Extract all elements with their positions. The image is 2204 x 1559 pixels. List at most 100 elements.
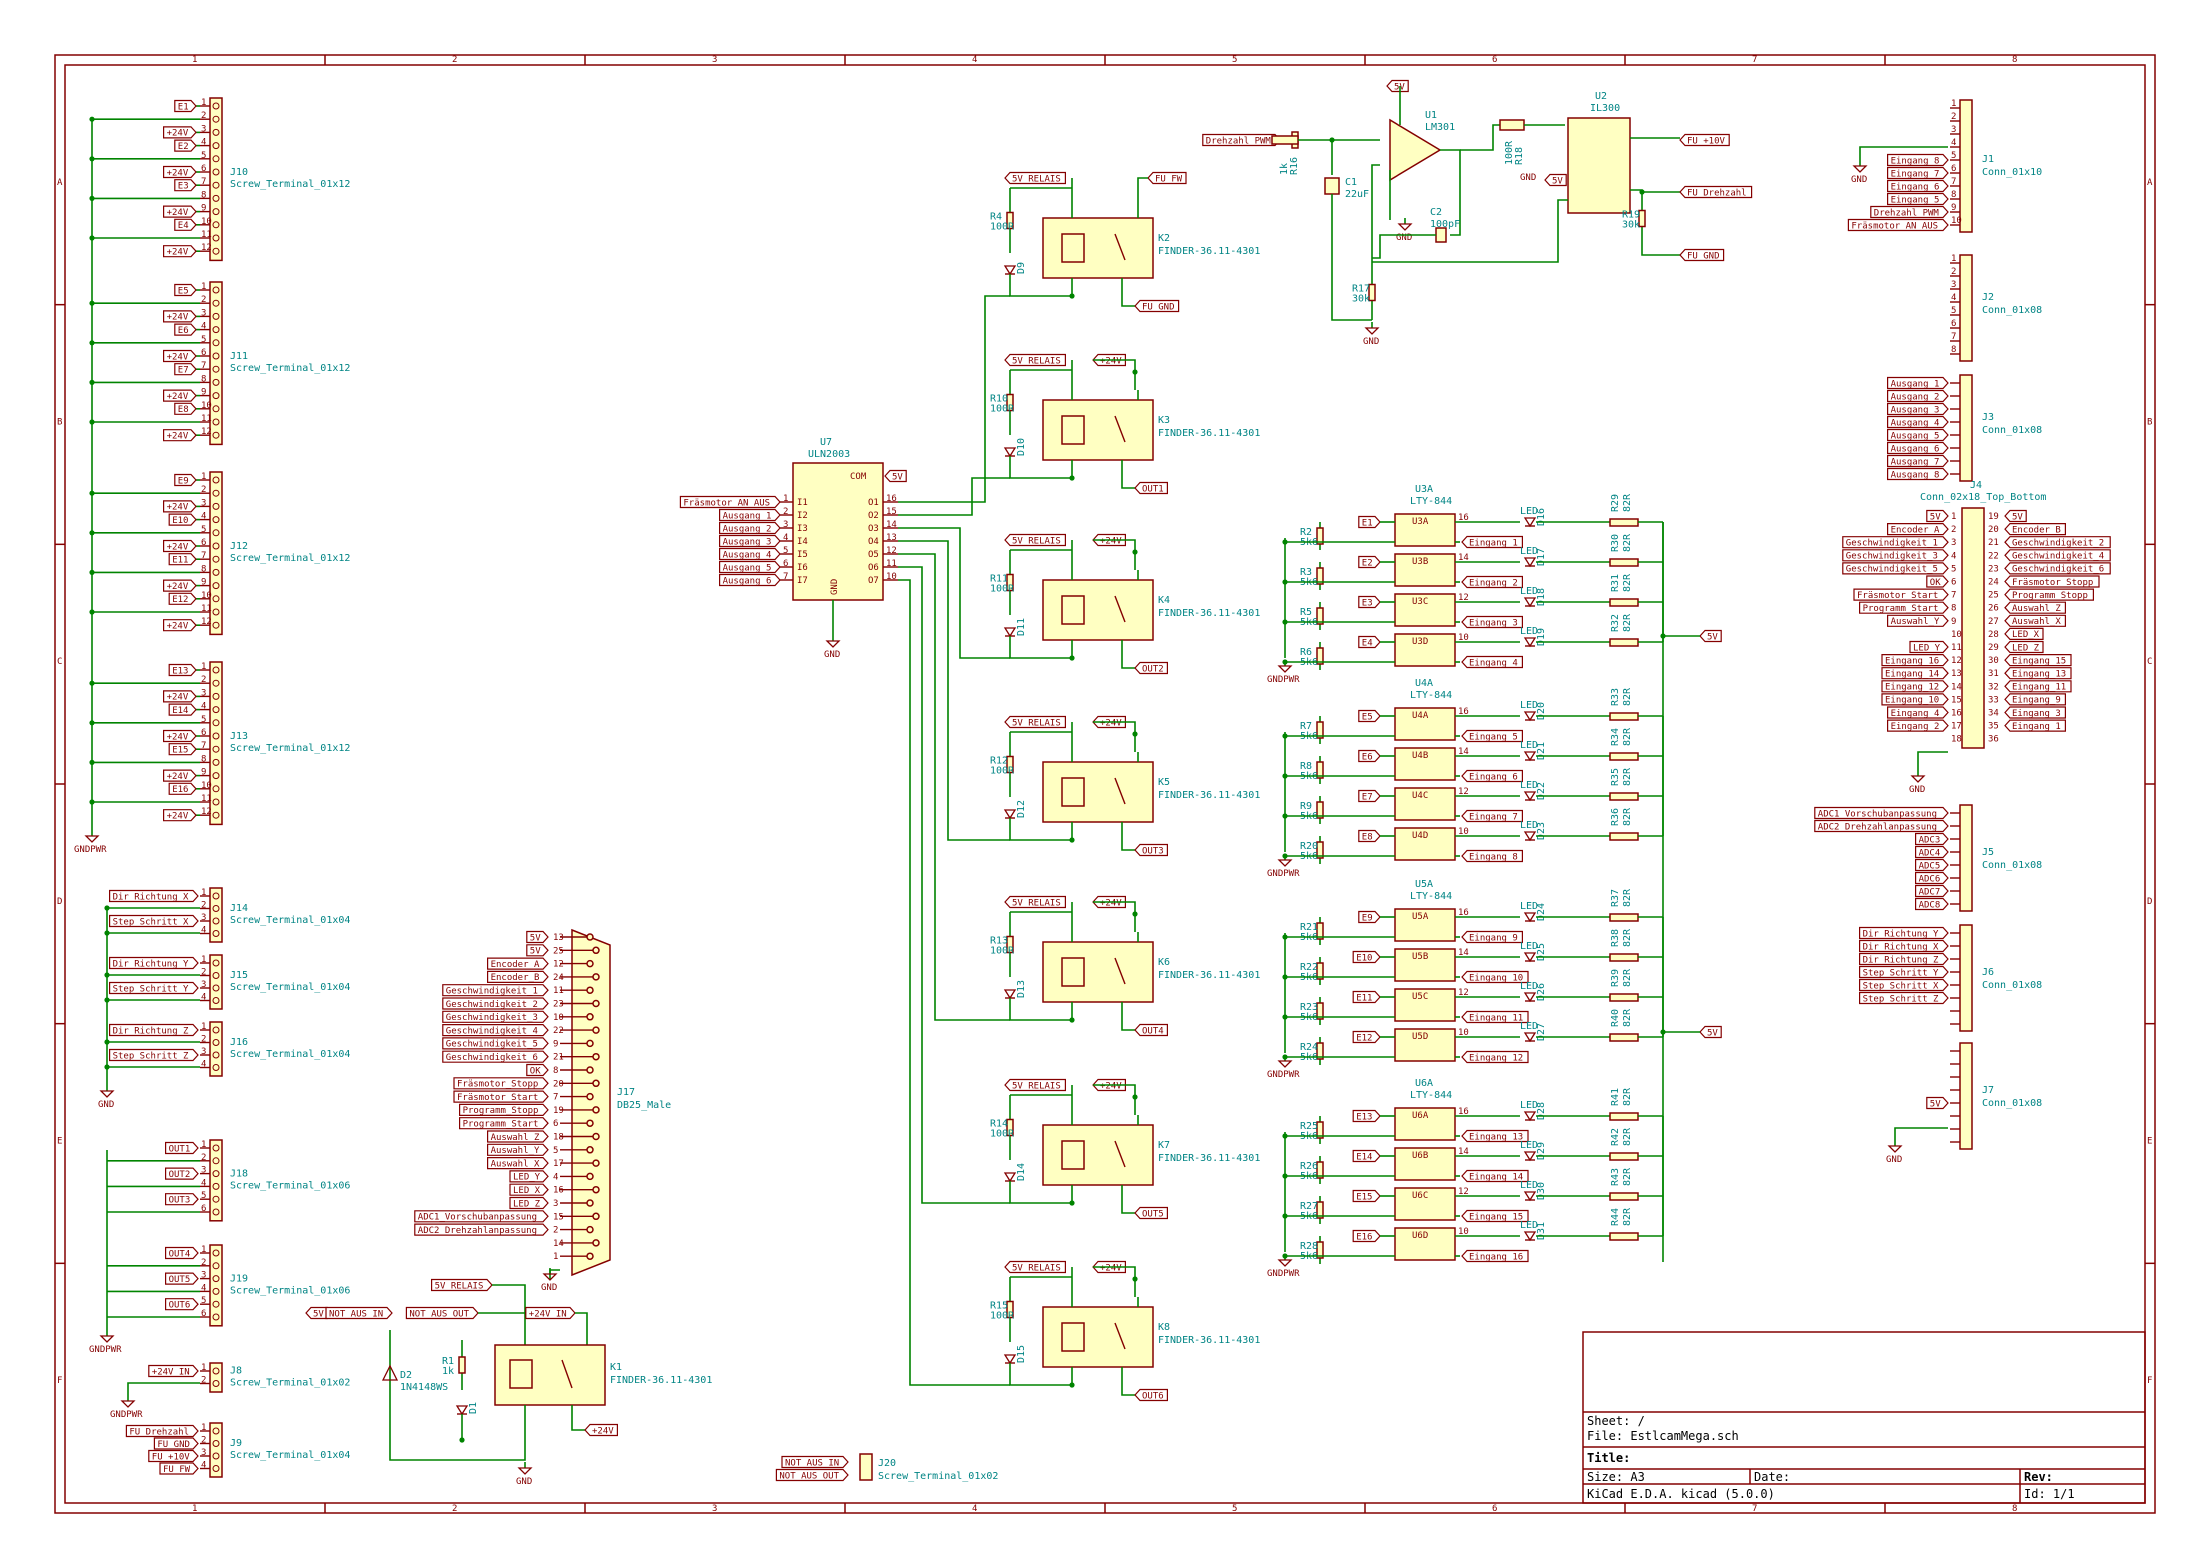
global-label-text: Ausgang_6 [723,576,772,586]
global-label-text: ADC8 [1919,900,1941,910]
relay-contact [1114,957,1126,985]
global-label-text: Ausgang_3 [723,537,772,547]
relay-ref: K7 [1158,1140,1170,1151]
pin-number: 7 [1951,591,1956,601]
pin-number: 12 [1951,656,1962,666]
pin-number: 6 [1951,319,1956,329]
connector-value: Screw_Terminal_01x04 [230,982,350,993]
j20-ref: J20 [878,1458,896,1469]
relay-coil [1061,595,1085,625]
pin-number: 12 [201,807,212,817]
led-value: LED [1520,586,1538,597]
opto-channel [1394,633,1456,667]
led-symbol [1523,1032,1537,1043]
resistor-ref: R6 [1300,647,1312,658]
pin-number: 9 [201,388,206,398]
global-label [1881,653,1949,667]
global-label-text: E5 [1362,712,1373,722]
pin-number: 2 [201,295,206,305]
terminal-circle [212,811,220,819]
diode-d2 [381,1364,399,1381]
global-label-text: OUT3 [169,1196,191,1206]
pin-number: 3 [201,1271,206,1281]
terminal-circle [212,1026,220,1034]
junction-dot [1132,369,1138,375]
frame-row-letter: C [57,657,62,667]
terminal-circle [212,608,220,616]
pin-number: 5 [1951,564,1956,574]
db25-pin-circle [592,1212,600,1221]
opto-pin-num: 16 [1458,1107,1469,1117]
global-label [168,743,197,756]
pin-number: 4 [201,512,206,522]
connector-body [209,661,223,826]
connector-value: Screw_Terminal_01x04 [230,1049,350,1060]
global-label-text: Eingang_12 [1469,1053,1523,1063]
connector-body [209,97,223,262]
opto-channel [1394,1107,1456,1141]
relay-contact [561,1359,573,1389]
resistor-value: 100R [990,584,1015,595]
pin-number: 21 [1988,538,1999,548]
led-value: LED [1520,1220,1538,1231]
global-label-text: FU_GND [157,1440,190,1450]
opto-pin-num: 10 [1458,1227,1469,1237]
global-label [1461,575,1524,589]
terminal-circle [212,312,220,320]
j6-body [1959,924,1973,1032]
resistor-value: 100R [990,1129,1015,1140]
global-label [487,1130,549,1143]
r16-body [1271,135,1299,145]
relay-contact [1114,1140,1126,1168]
global-label [1352,990,1381,1004]
global-label [163,619,197,632]
global-label-text: E2 [178,142,189,152]
global-label-text: E16 [172,785,188,795]
global-label-text: +24V [167,503,189,513]
pin-number: 7 [1951,177,1956,187]
junction-dot [1282,1133,1288,1139]
connector-ref: J18 [230,1168,248,1179]
global-label [459,1103,549,1117]
ground-symbol [99,1335,115,1343]
j5-value: Conn_01x08 [1982,860,2042,871]
resistor-ref: R3 [1300,567,1312,578]
terminal-circle [212,798,220,806]
global-label [1886,389,1949,403]
global-label-text: Dir_Richtung_X [113,892,189,902]
connector-ref: J19 [230,1273,248,1284]
uln-pin-num: 7 [783,572,788,582]
frame-column-number: 2 [452,55,457,65]
global-label [414,1210,549,1223]
opto-sub-ref: U5A [1412,912,1429,922]
opto-channel [1394,1227,1456,1261]
global-label [2004,536,2111,549]
pin-number: 5 [201,525,206,535]
pin-number: 1 [201,955,206,965]
global-label-text: E3 [178,182,189,192]
junction-dot [89,490,95,496]
global-label-text: 5V_RELAIS [1012,898,1061,908]
global-label [1814,819,1949,833]
global-label [125,1424,199,1438]
resistor-body [1006,211,1014,230]
global-label [168,782,197,795]
global-label [526,944,549,957]
r16-ref: R16 [1289,157,1300,175]
global-label [718,573,781,587]
pin-number: 2 [201,901,206,911]
wire [1009,456,1073,479]
uln-out-name: O3 [868,524,879,534]
global-label [442,1023,549,1037]
global-label-text: OUT1 [1142,484,1164,494]
global-label [525,1306,576,1320]
opto-channel [1394,1028,1456,1062]
terminal-circle [212,181,220,189]
wire [1121,1185,1135,1214]
resistor-body [1368,283,1376,302]
global-label [487,1156,549,1170]
led-ref: D16 [1536,508,1547,526]
db25-pin-number: 7 [553,1093,558,1103]
global-label [2004,562,2111,575]
relay-contact [1114,233,1126,261]
